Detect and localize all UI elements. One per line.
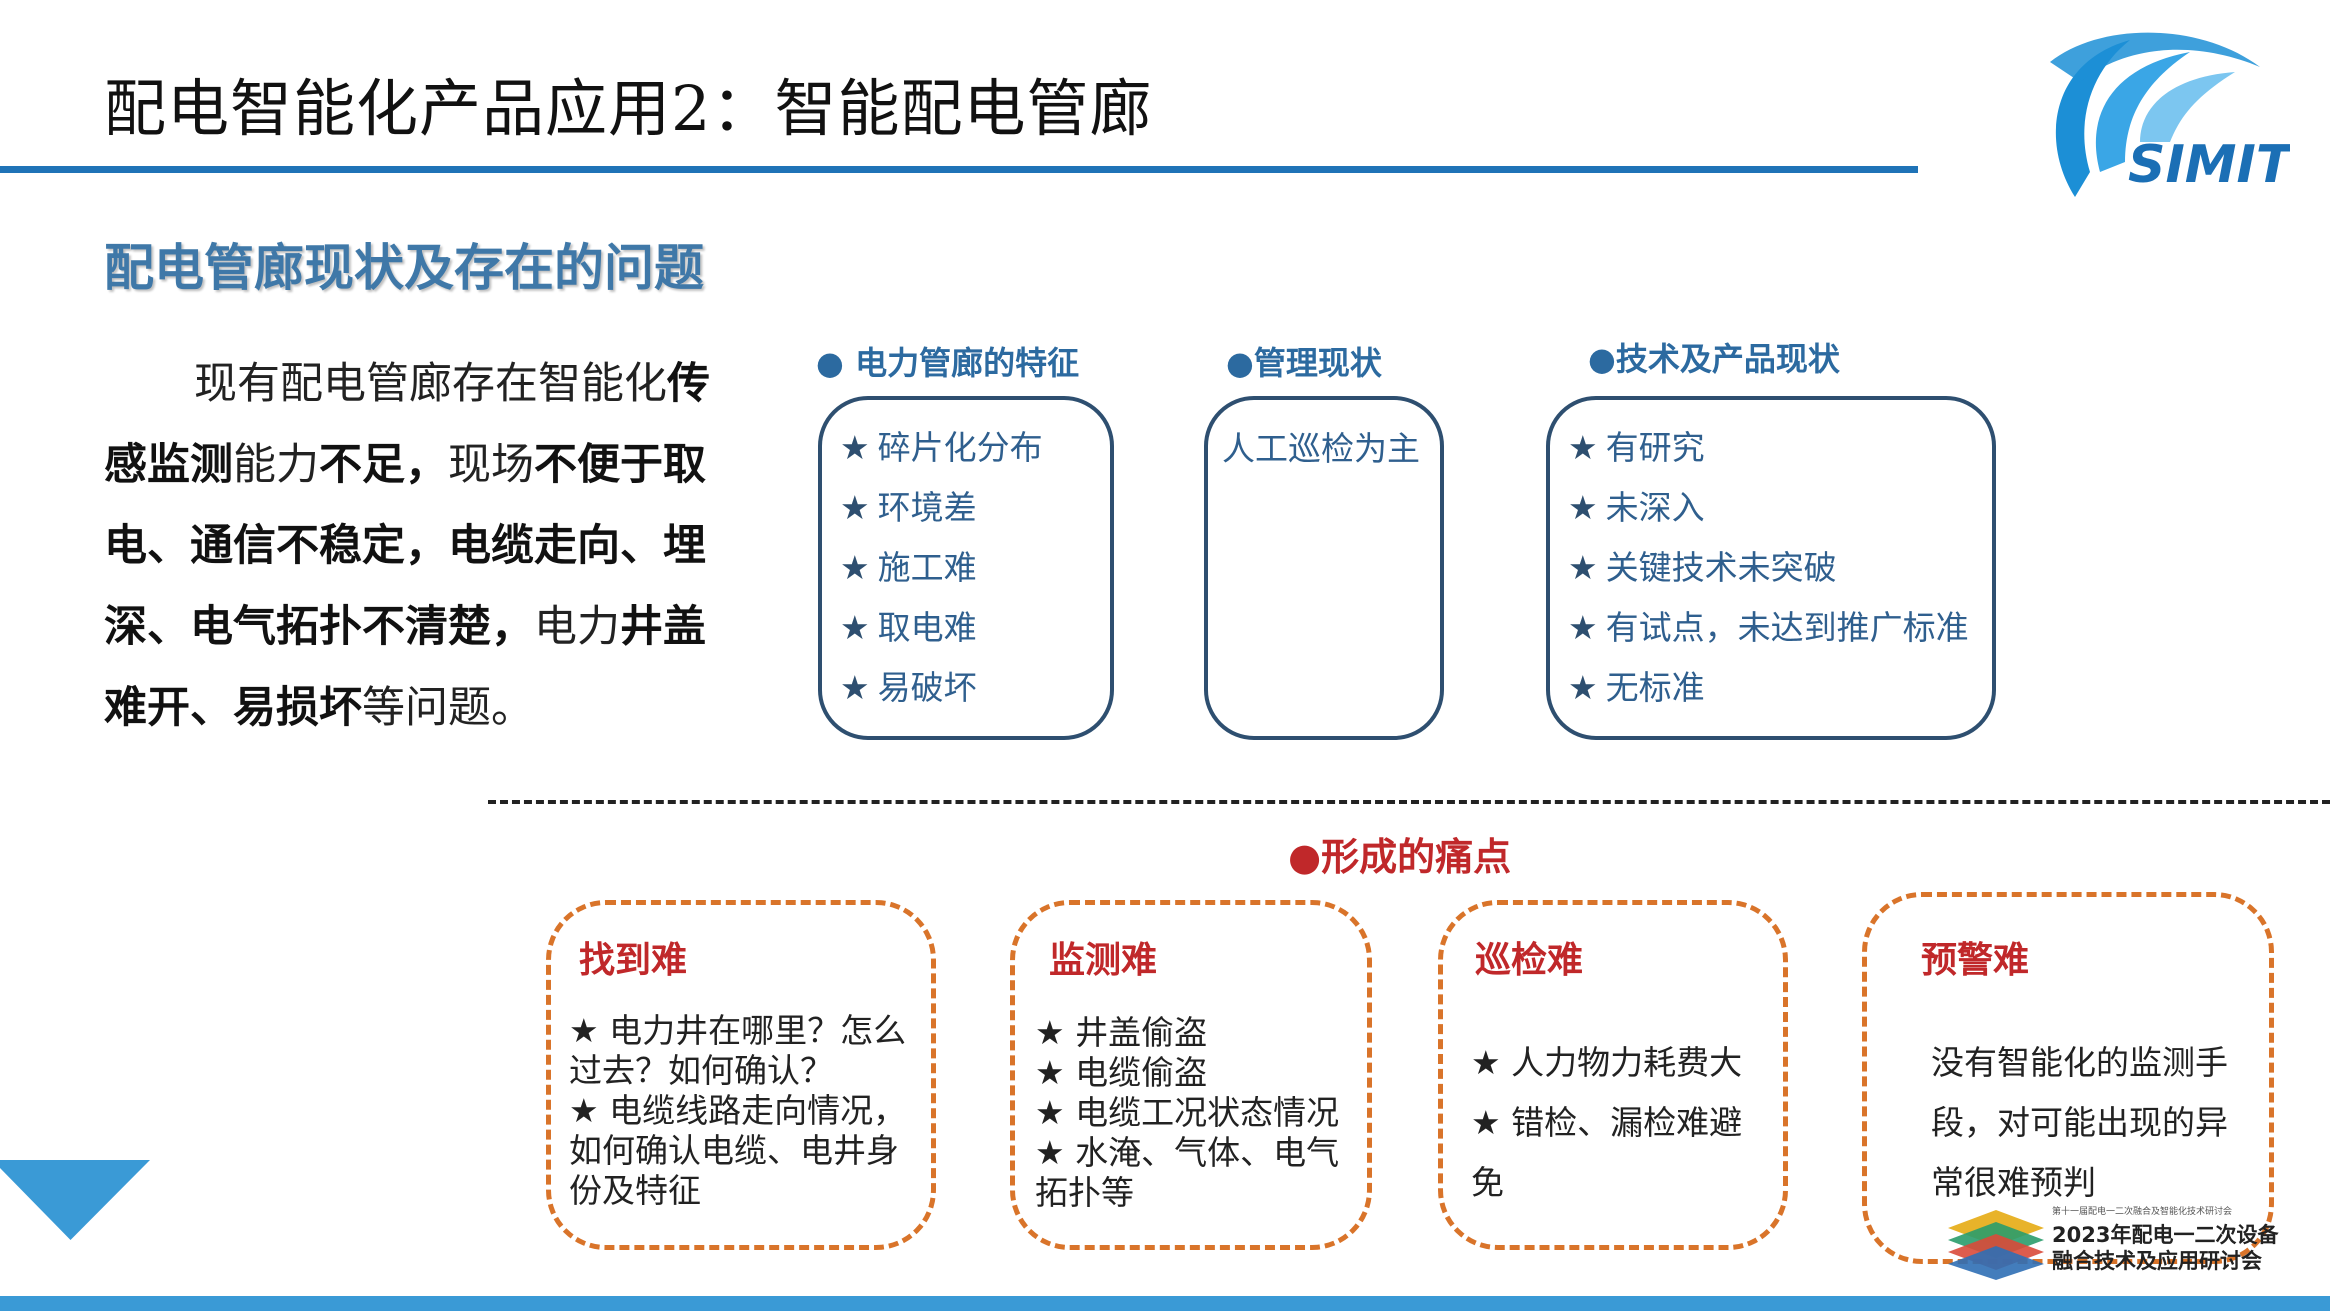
star-icon: ★ — [840, 488, 870, 527]
pain-line: ★ 水淹、气体、电气拓扑等 — [1035, 1133, 1340, 1212]
star-icon: ★ — [840, 608, 870, 647]
intro-part-9: 等问题。 — [362, 683, 534, 733]
dashed-divider — [488, 800, 2330, 804]
pain-line: ★ 电力井在哪里？怎么过去？如何确认？ — [569, 1011, 907, 1090]
characteristics-list: ★碎片化分布 ★环境差 ★施工难 ★取电难 ★易破坏 — [840, 418, 1110, 718]
pain-title: 预警难 — [1921, 940, 2030, 981]
list-item: ★施工难 — [840, 548, 977, 587]
list-item: ★易破坏 — [840, 668, 977, 707]
simit-logo: SIMIT — [2050, 32, 2290, 197]
pain-box-find: 找到难 ★ 电力井在哪里？怎么过去？如何确认？ ★ 电缆线路走向情况，如何确认电… — [546, 900, 936, 1250]
list-item: ★碎片化分布 — [840, 428, 1043, 467]
pain-title: 监测难 — [1049, 940, 1158, 981]
pain-line: ★ 电缆工况状态情况 — [1035, 1093, 1340, 1132]
pain-body: ★ 人力物力耗费大 ★ 错检、漏检难避免 — [1471, 1033, 1761, 1213]
star-icon: ★ — [1568, 548, 1598, 587]
conference-name-line1: 2023年配电一二次设备 — [2052, 1223, 2279, 1247]
intro-part-6: 不便于取电、通信不稳定，电缆走向、埋深、电气拓扑不清楚， — [104, 440, 706, 652]
conference-name-line2: 融合技术及应用研讨会 — [2052, 1249, 2262, 1273]
section-title: 配电管廊现状及存在的问题 — [104, 239, 704, 297]
pain-line: ★ 错检、漏检难避免 — [1471, 1103, 1743, 1202]
star-icon: ★ — [1568, 668, 1598, 707]
technology-box: ★有研究 ★未深入 ★关键技术未突破 ★有试点，未达到推广标准 ★无标准 — [1546, 396, 1996, 740]
list-item: ★取电难 — [840, 608, 977, 647]
star-icon: ★ — [1568, 428, 1598, 467]
pain-points-heading: ●形成的痛点 — [1288, 835, 1512, 879]
intro-part-4: 不足， — [319, 440, 448, 490]
pain-box-inspect: 巡检难 ★ 人力物力耗费大 ★ 错检、漏检难避免 — [1438, 900, 1788, 1250]
intro-paragraph: 现有配电管廊存在智能化传感监测能力不足，现场不便于取电、通信不稳定，电缆走向、埋… — [104, 344, 744, 749]
pain-line: ★ 电缆偷盗 — [1035, 1053, 1208, 1092]
title-underline — [0, 166, 1918, 173]
logo-text: SIMIT — [2128, 135, 2290, 195]
intro-part-7: 电力 — [534, 602, 620, 652]
pain-title: 找到难 — [579, 940, 688, 981]
list-item: ★有研究 — [1568, 428, 1705, 467]
list-item: ★有试点，未达到推广标准 — [1568, 608, 1969, 647]
bottom-bar — [0, 1296, 2330, 1311]
pain-body: ★ 井盖偷盗 ★ 电缆偷盗 ★ 电缆工况状态情况 ★ 水淹、气体、电气拓扑等 — [1035, 1013, 1355, 1213]
list-item: ★未深入 — [1568, 488, 1705, 527]
pain-line: ★ 人力物力耗费大 — [1471, 1043, 1743, 1082]
intro-part-2: 传感监测 — [104, 359, 710, 490]
star-icon: ★ — [840, 428, 870, 467]
star-icon: ★ — [840, 668, 870, 707]
corner-triangle — [0, 1160, 150, 1311]
star-icon: ★ — [1568, 608, 1598, 647]
pain-box-warning: 预警难 没有智能化的监测手段，对可能出现的异常很难预判 — [1862, 892, 2274, 1264]
list-item: ★环境差 — [840, 488, 977, 527]
management-box: 人工巡检为主 — [1204, 396, 1444, 740]
intro-part-8: 井盖难开、易损坏 — [104, 602, 706, 733]
conference-subtitle: 第十一届配电一二次融合及智能化技术研讨会 — [2052, 1207, 2233, 1217]
pain-title: 巡检难 — [1475, 940, 1584, 981]
pain-box-monitor: 监测难 ★ 井盖偷盗 ★ 电缆偷盗 ★ 电缆工况状态情况 ★ 水淹、气体、电气拓… — [1010, 900, 1372, 1250]
pain-line: 没有智能化的监测手段，对可能出现的异常很难预判 — [1931, 1043, 2228, 1202]
page-title: 配电智能化产品应用2：智能配电管廊 — [104, 72, 1153, 145]
star-icon: ★ — [840, 548, 870, 587]
technology-heading: ●技术及产品现状 — [1588, 340, 1840, 378]
star-icon: ★ — [1568, 488, 1598, 527]
intro-part-1: 现有配电管廊存在智能化 — [194, 359, 667, 409]
characteristics-heading: ● 电力管廊的特征 — [816, 344, 1080, 382]
technology-list: ★有研究 ★未深入 ★关键技术未突破 ★有试点，未达到推广标准 ★无标准 — [1568, 418, 1992, 718]
list-item: ★关键技术未突破 — [1568, 548, 1837, 587]
management-heading: ●管理现状 — [1226, 344, 1382, 382]
management-text: 人工巡检为主 — [1222, 429, 1420, 468]
pain-line: ★ 井盖偷盗 — [1035, 1013, 1208, 1052]
list-item: ★无标准 — [1568, 668, 1705, 707]
intro-part-3: 能力 — [233, 440, 319, 490]
characteristics-box: ★碎片化分布 ★环境差 ★施工难 ★取电难 ★易破坏 — [818, 396, 1114, 740]
conference-logo-icon — [1948, 1210, 2044, 1280]
intro-part-5: 现场 — [448, 440, 534, 490]
pain-body: ★ 电力井在哪里？怎么过去？如何确认？ ★ 电缆线路走向情况，如何确认电缆、电井… — [569, 1011, 919, 1211]
pain-body: 没有智能化的监测手段，对可能出现的异常很难预判 — [1931, 1033, 2241, 1213]
pain-line: ★ 电缆线路走向情况，如何确认电缆、电井身份及特征 — [569, 1091, 907, 1210]
